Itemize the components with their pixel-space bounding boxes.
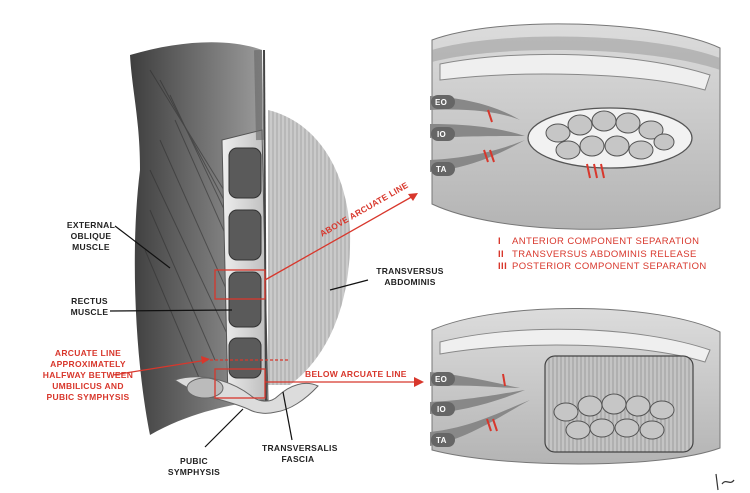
io-tag-above: IO bbox=[437, 130, 447, 139]
above-arcuate-box bbox=[214, 269, 266, 300]
legend-numeral: II bbox=[498, 248, 505, 260]
torso-drawing bbox=[130, 42, 351, 435]
transversalis-fascia-label: Transversalis fascia bbox=[262, 443, 338, 464]
legend-text: Posterior component separation bbox=[512, 261, 707, 272]
incision-markers bbox=[483, 109, 605, 432]
external-oblique-label: External oblique muscle bbox=[66, 220, 116, 252]
eo-tag-above: EO bbox=[435, 98, 448, 107]
legend-numeral: III bbox=[498, 261, 508, 272]
legend-item: II Transversus abdominis release bbox=[498, 249, 707, 262]
ta-tag-below: TA bbox=[436, 436, 447, 445]
cross-section-above bbox=[430, 23, 721, 230]
legend-numeral: I bbox=[498, 236, 502, 247]
cross-section-below bbox=[430, 308, 721, 465]
artist-signature bbox=[715, 473, 735, 491]
io-tag-below: IO bbox=[437, 405, 447, 414]
pubic-symphysis-label: Pubic symphysis bbox=[167, 456, 221, 477]
ta-tag-above: TA bbox=[436, 165, 447, 174]
legend-text: Anterior component separation bbox=[512, 236, 700, 247]
arcuate-line-label: Arcuate Line approximately halfway betwe… bbox=[42, 348, 134, 402]
eo-tag-below: EO bbox=[435, 375, 448, 384]
transversus-abdominis-region bbox=[268, 110, 351, 385]
legend-text: Transversus abdominis release bbox=[512, 248, 697, 260]
legend-item: I Anterior component separation bbox=[498, 236, 707, 249]
legend-item: III Posterior component separation bbox=[498, 261, 707, 274]
below-arcuate-box bbox=[214, 368, 266, 399]
legend: I Anterior component separation II Transve… bbox=[498, 236, 707, 274]
rectus-label: Rectus muscle bbox=[70, 296, 109, 317]
transversus-abdominis-label: Transversus abdominis bbox=[376, 266, 444, 287]
below-arcuate-label: Below Arcuate Line bbox=[305, 369, 407, 379]
